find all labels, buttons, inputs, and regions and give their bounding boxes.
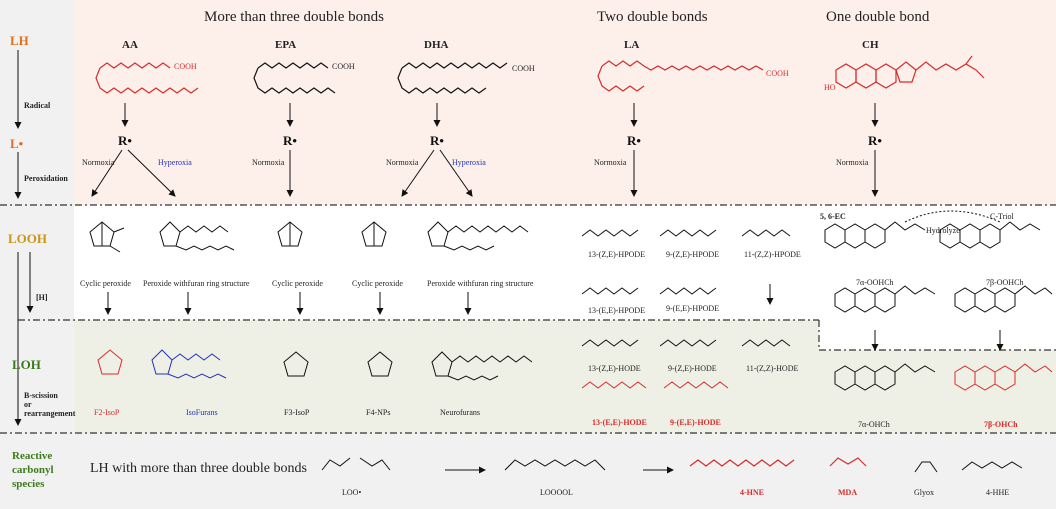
ch-structure [835,55,985,89]
epa-structure [253,62,336,94]
loh-structures-black [283,339,936,391]
step-rearrangement: rearrangement [24,409,76,418]
cap-9ze-hode: 9-(Z,E)-HODE [668,364,717,373]
cap-glyox: Glyox [914,488,934,497]
cap-4hhe: 4-HHE [986,488,1010,497]
cap-f2-isop: F2-IsoP [94,408,120,417]
fa-ch: CH [862,39,879,51]
step-or: or [24,400,32,409]
fa-dha: DHA [424,39,449,51]
cap-loo: LOO• [342,488,362,497]
epa-cooh: COOH [332,62,355,71]
cap-neurofurans: Neurofurans [440,408,480,417]
cap-9ze-hpode: 9-(Z,E)-HPODE [666,250,720,259]
fa-aa: AA [122,39,138,51]
cond-aa-normoxia: Normoxia [82,158,115,167]
carbonyl-structures-red [689,457,867,467]
cap-7b-oohch: 7β-OOHCh [986,278,1024,287]
stage-l-radical: L• [10,136,24,151]
looh-structures [89,210,1053,313]
pink-panel [74,0,1056,205]
step-radical: Radical [24,101,51,110]
cond-la-normoxia: Normoxia [594,158,627,167]
cap-hydrolyze: Hydrolyze [926,226,960,235]
reaction-arrows [91,103,1004,474]
cap-looool: LOOOOL [540,488,573,497]
stage-looh: LOOH [8,231,48,246]
cap-isofurans: IsoFurans [186,408,218,417]
carbonyl-lh-text: LH with more than three double bonds [90,461,307,476]
stage-carbonyl: carbonyl [12,464,54,476]
aa-structure [95,62,199,94]
carbonyl-panel [74,433,1056,509]
cap-13ze-hode: 13-(Z,E)-HODE [588,364,641,373]
stage-loh: LOH [12,357,41,372]
dha-structure [397,62,508,94]
step-h: [H] [36,293,48,302]
cond-dha-hyperoxia: Hyperoxia [452,158,486,167]
cap-dha-furan: Peroxide withfuran ring structure [427,279,534,288]
cap-11zz-hpode: 11-(Z,Z)-HPODE [744,250,801,259]
cond-dha-normoxia: Normoxia [386,158,419,167]
cap-dha-cyclic: Cyclic peroxide [352,279,403,288]
cap-epa-cyclic: Cyclic peroxide [272,279,323,288]
header-more-than-three: More than three double bonds [204,9,384,25]
fa-epa: EPA [275,39,297,51]
stage-reactive: Reactive [12,450,53,462]
r-radical-ch: R• [868,133,882,148]
cap-f3-isop: F3-IsoP [284,408,310,417]
cap-7a-oohch: 7α-OOHCh [856,278,894,287]
loh-structures-red [97,349,1053,391]
header-two: Two double bonds [597,9,708,25]
la-structure [597,60,764,92]
cond-epa-normoxia: Normoxia [252,158,285,167]
cap-56ec: 5, 6-EC [820,212,846,221]
cap-ctriol: C-Triol [990,212,1014,221]
cap-9ee-hpode: 9-(E,E)-HPODE [666,304,720,313]
cap-aa-furan: Peroxide withfuran ring structure [143,279,250,288]
stage-species: species [12,478,45,490]
ch-ho: HO [824,83,836,92]
cap-4hne: 4-HNE [740,488,764,497]
loh-structures-blue [151,349,227,379]
cap-mda: MDA [838,488,858,497]
r-radical-epa: R• [283,133,297,148]
aa-cooh: COOH [174,62,197,71]
cond-aa-hyperoxia: Hyperoxia [158,158,192,167]
r-radical-aa: R• [118,133,132,148]
r-radical-dha: R• [430,133,444,148]
step-b-scission: B-scission [24,391,58,400]
cap-aa-cyclic: Cyclic peroxide [80,279,131,288]
stage-dividers [0,204,1056,434]
cap-f4-nps: F4-NPs [366,408,391,417]
dha-cooh: COOH [512,64,535,73]
r-radical-la: R• [627,133,641,148]
step-peroxidation: Peroxidation [24,174,68,183]
cap-7a-ohch: 7α-OHCh [858,420,890,429]
green-panel-right [819,350,1056,433]
cap-13ze-hpode: 13-(Z,E)-HPODE [588,250,646,259]
left-column-arrows [14,50,34,426]
la-cooh: COOH [766,69,789,78]
fa-la: LA [624,39,640,51]
cap-13ee-hpode: 13-(E,E)-HPODE [588,306,646,315]
cap-9ee-hode: 9-(E,E)-HODE [670,418,721,427]
cap-13ee-hode: 13-(E,E)-HODE [592,418,647,427]
carbonyl-structures [321,457,1023,473]
cap-11zz-hode: 11-(Z,Z)-HODE [746,364,799,373]
cond-ch-normoxia: Normoxia [836,158,869,167]
stage-lh: LH [10,33,29,48]
header-one: One double bond [826,9,930,25]
cap-7b-ohch: 7β-OHCh [984,420,1018,429]
left-column-panel [0,0,74,509]
